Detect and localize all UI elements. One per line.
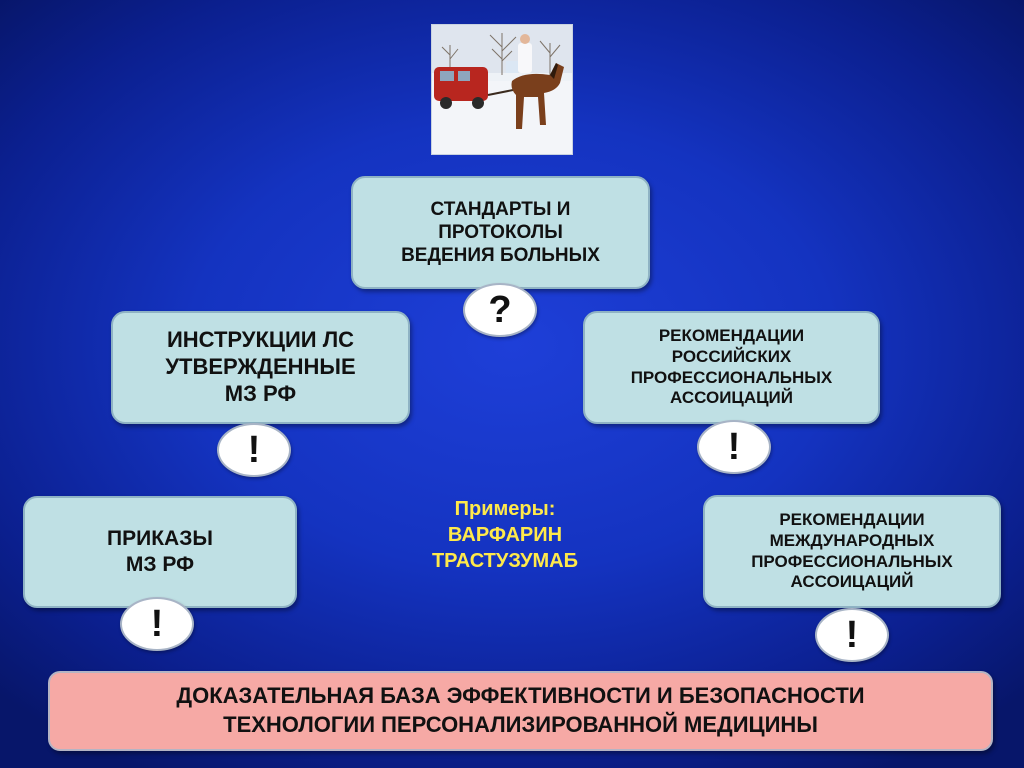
russian-recs-line-2: РОССИЙСКИХ	[671, 346, 792, 366]
horse-sled-photo	[431, 24, 573, 155]
orders-line-1: ПРИКАЗЫ	[107, 527, 213, 551]
exclamation-badge-orders: !	[120, 597, 194, 651]
standards-protocols-box: СТАНДАРТЫ И ПРОТОКОЛЫ ВЕДЕНИЯ БОЛЬНЫХ	[351, 176, 650, 289]
example-item-trastuzumab: ТРАСТУЗУМАБ	[431, 550, 579, 572]
intl-recs-line-4: АССОИЦАЦИЙ	[790, 572, 914, 592]
intl-recs-line-3: ПРОФЕССИОНАЛЬНЫХ	[751, 551, 953, 571]
orders-line-2: МЗ РФ	[125, 553, 195, 576]
international-recommendations-box: РЕКОМЕНДАЦИИ МЕЖДУНАРОДНЫХ ПРОФЕССИОНАЛЬ…	[703, 495, 1001, 608]
example-item-warfarin: ВАРФАРИН	[447, 524, 563, 546]
question-mark-badge: ?	[463, 283, 537, 337]
instructions-line-1: ИНСТРУКЦИИ ЛС	[166, 327, 355, 353]
standards-line-2: ПРОТОКОЛЫ	[438, 221, 563, 243]
instructions-line-3: МЗ РФ	[224, 380, 297, 406]
intl-recs-line-1: РЕКОМЕНДАЦИИ	[779, 510, 925, 530]
standards-line-1: СТАНДАРТЫ И	[430, 198, 571, 220]
russian-recs-line-4: АССОИЦАЦИЙ	[670, 388, 793, 408]
instructions-line-2: УТВЕРЖДЕННЫЕ	[165, 354, 356, 380]
ministry-orders-box: ПРИКАЗЫ МЗ РФ	[23, 496, 297, 608]
russian-recs-line-1: РЕКОМЕНДАЦИИ	[658, 326, 805, 346]
evidence-line-2: ТЕХНОЛОГИИ ПЕРСОНАЛИЗИРОВАННОЙ МЕДИЦИНЫ	[223, 712, 818, 737]
russian-recommendations-box: РЕКОМЕНДАЦИИ РОССИЙСКИХ ПРОФЕССИОНАЛЬНЫХ…	[583, 311, 880, 424]
exclamation-badge-intl-recs: !	[815, 608, 889, 662]
russian-recs-line-3: ПРОФЕССИОНАЛЬНЫХ	[630, 367, 833, 387]
drug-instructions-box: ИНСТРУКЦИИ ЛС УТВЕРЖДЕННЫЕ МЗ РФ	[111, 311, 410, 424]
standards-line-3: ВЕДЕНИЯ БОЛЬНЫХ	[401, 245, 600, 267]
evidence-base-bar: ДОКАЗАТЕЛЬНАЯ БАЗА ЭФФЕКТИВНОСТИ И БЕЗОП…	[48, 671, 993, 751]
exclamation-badge-instructions: !	[217, 423, 291, 477]
exclamation-badge-russian-recs: !	[697, 420, 771, 474]
examples-heading: Примеры:	[454, 498, 556, 520]
examples-block: Примеры: ВАРФАРИН ТРАСТУЗУМАБ	[400, 496, 610, 574]
evidence-line-1: ДОКАЗАТЕЛЬНАЯ БАЗА ЭФФЕКТИВНОСТИ И БЕЗОП…	[176, 683, 865, 709]
intl-recs-line-2: МЕЖДУНАРОДНЫХ	[769, 530, 935, 550]
